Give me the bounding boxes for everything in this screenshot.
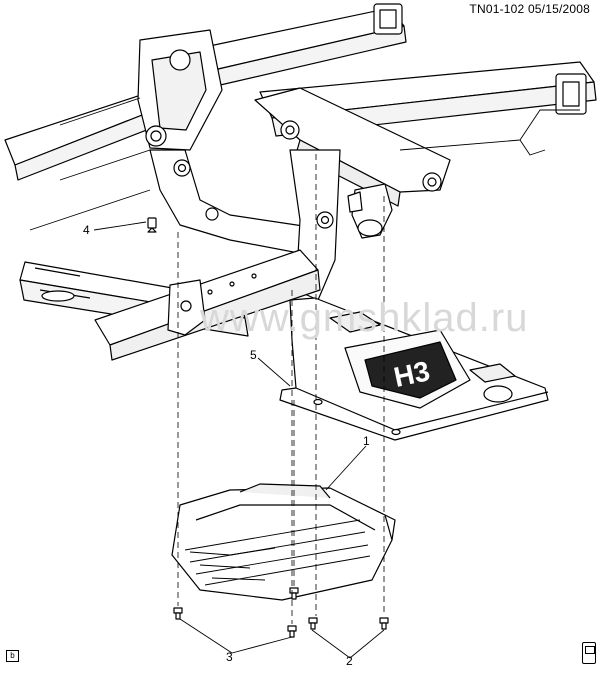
plate-emblem: H3 <box>391 355 432 393</box>
callout-3: 3 <box>226 650 233 664</box>
part-4-bolt <box>147 217 157 233</box>
watermark: www.gmshklad.ru <box>200 296 529 340</box>
bolt-3a <box>173 607 183 620</box>
drawing-date: 05/15/2008 <box>527 2 590 16</box>
bolt-2c <box>379 617 389 630</box>
part-5-shield-plate: H3 <box>279 297 549 441</box>
page-icon <box>582 642 596 664</box>
bolt-2b <box>308 617 318 630</box>
frame-assembly <box>4 3 597 361</box>
callout-2: 2 <box>346 654 353 668</box>
bolt-3b <box>287 625 297 638</box>
drawing-header: TN01-102 05/15/2008 <box>469 2 590 16</box>
callout-4: 4 <box>83 223 90 237</box>
part-1-skid-plate <box>171 483 396 601</box>
callout-5: 5 <box>250 348 257 362</box>
bolt-set <box>173 587 389 638</box>
alignment-lines <box>177 154 385 624</box>
callout-1: 1 <box>363 434 370 448</box>
view-badge: b <box>6 650 19 662</box>
drawing-code: TN01-102 <box>469 2 525 16</box>
leader-lines <box>93 221 385 659</box>
